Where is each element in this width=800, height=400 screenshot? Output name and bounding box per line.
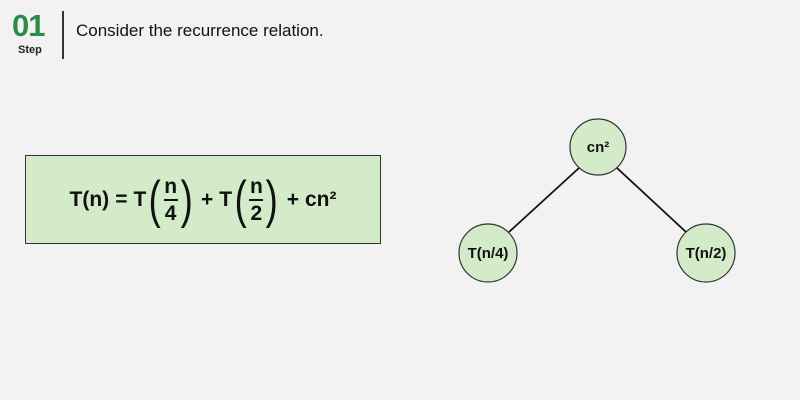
node-left (458, 223, 518, 283)
node-right (676, 223, 736, 283)
fraction-bar (163, 198, 178, 201)
function-t: T (219, 187, 233, 211)
function-t: T (133, 187, 147, 211)
step-title: Consider the recurrence relation. (76, 21, 324, 40)
node-left-label: T(n/4) (468, 245, 509, 262)
numerator: n (164, 174, 178, 198)
step-number: 01 (12, 8, 45, 43)
term-cn-squared: cn² (304, 187, 337, 211)
edge-right (616, 167, 687, 233)
divider (62, 11, 64, 59)
numerator: n (249, 174, 263, 198)
plus-sign: + (200, 187, 214, 211)
left-paren: ( (148, 170, 162, 229)
equation-lhs: T(n) (69, 187, 110, 211)
left-paren: ( (234, 170, 247, 229)
right-paren: ) (180, 170, 193, 229)
node-root (569, 118, 627, 176)
node-root-label: cn² (587, 139, 610, 156)
equals-sign: = (115, 187, 128, 211)
edge-left (508, 167, 580, 233)
denominator: 4 (164, 201, 177, 225)
step-label: Step (18, 44, 42, 56)
node-right-label: T(n/2) (686, 245, 727, 262)
right-paren: ) (265, 170, 279, 229)
fraction-bar (249, 198, 264, 201)
denominator: 2 (250, 201, 263, 225)
plus-sign: + (286, 187, 299, 211)
